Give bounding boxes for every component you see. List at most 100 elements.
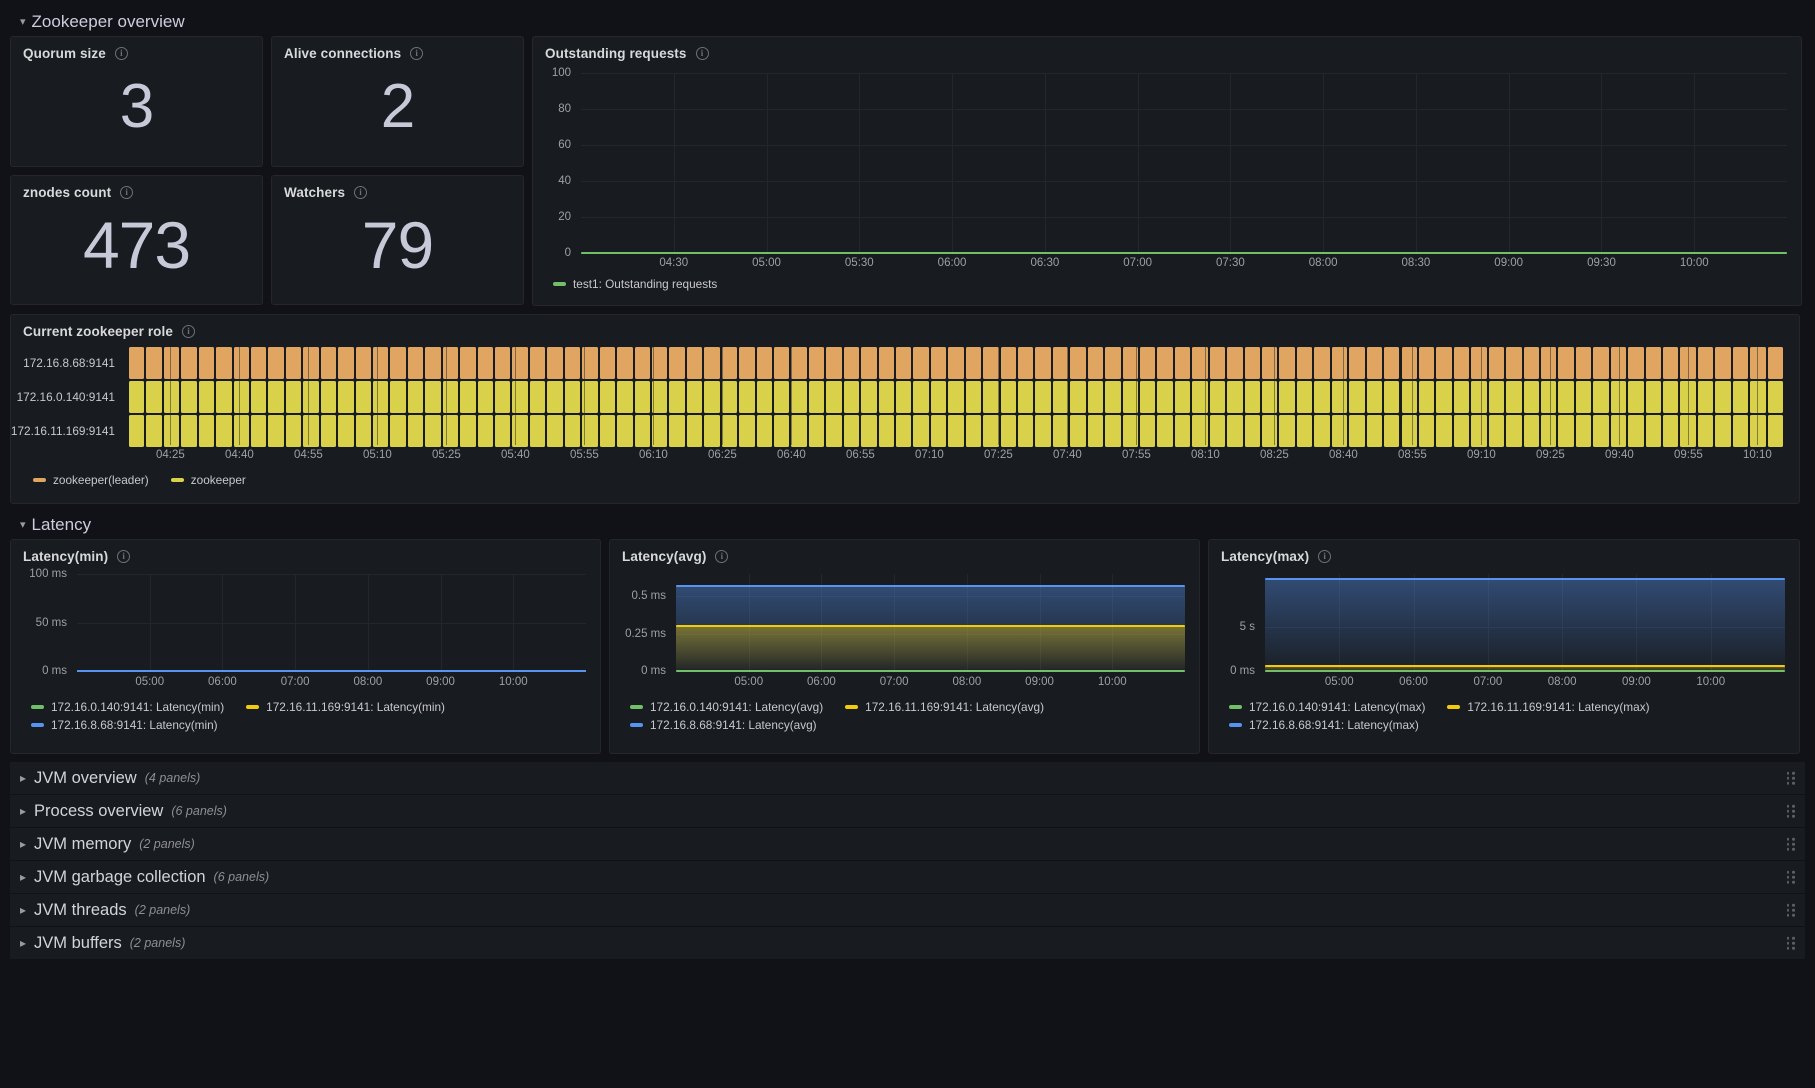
timeline-cell[interactable] xyxy=(268,415,284,447)
timeline-cell[interactable] xyxy=(1314,415,1330,447)
timeline-cell[interactable] xyxy=(251,347,267,379)
timeline-cell[interactable] xyxy=(756,415,772,447)
timeline-cell[interactable] xyxy=(1453,415,1470,447)
timeline-cell[interactable] xyxy=(1680,381,1696,413)
timeline-cell[interactable] xyxy=(1697,415,1714,447)
timeline-cell[interactable] xyxy=(1384,347,1400,379)
collapsed-row[interactable]: ▸JVM memory(2 panels) xyxy=(10,828,1805,860)
timeline-cell[interactable] xyxy=(1000,415,1016,447)
timeline-cell[interactable] xyxy=(1331,381,1348,413)
timeline-cell[interactable] xyxy=(1070,347,1086,379)
timeline-cell[interactable] xyxy=(739,415,755,447)
timeline-cell[interactable] xyxy=(1471,347,1487,379)
timeline-cell[interactable] xyxy=(721,381,738,413)
timeline-cell[interactable] xyxy=(1157,415,1173,447)
timeline-cell[interactable] xyxy=(1244,381,1261,413)
timeline-cell[interactable] xyxy=(1558,415,1574,447)
timeline-cell[interactable] xyxy=(373,381,389,413)
timeline-cell[interactable] xyxy=(1384,381,1400,413)
timeline-cell[interactable] xyxy=(1314,347,1330,379)
info-icon[interactable]: i xyxy=(410,47,424,60)
timeline-cell[interactable] xyxy=(1087,415,1104,447)
timeline-cell[interactable] xyxy=(1000,347,1016,379)
timeline-cell[interactable] xyxy=(564,415,581,447)
timeline-cell[interactable] xyxy=(704,381,720,413)
timeline-cell[interactable] xyxy=(1662,415,1679,447)
timeline-cell[interactable] xyxy=(1401,347,1417,379)
timeline-cell[interactable] xyxy=(1418,347,1435,379)
drag-handle-icon[interactable] xyxy=(1786,771,1796,785)
timeline-cell[interactable] xyxy=(1000,381,1016,413)
timeline-cell[interactable] xyxy=(1174,415,1191,447)
timeline-cell[interactable] xyxy=(1384,415,1400,447)
timeline-cell[interactable] xyxy=(495,347,511,379)
timeline-cell[interactable] xyxy=(756,381,772,413)
timeline-cell[interactable] xyxy=(826,415,842,447)
timeline-cell[interactable] xyxy=(791,381,807,413)
timeline-cell[interactable] xyxy=(948,381,964,413)
timeline-cell[interactable] xyxy=(965,381,982,413)
timeline-cell[interactable] xyxy=(965,415,982,447)
timeline-cell[interactable] xyxy=(1087,347,1104,379)
timeline-cell[interactable] xyxy=(895,347,912,379)
timeline-cell[interactable] xyxy=(320,381,337,413)
timeline-cell[interactable] xyxy=(1296,381,1313,413)
info-icon[interactable]: i xyxy=(695,47,709,60)
timeline-cell[interactable] xyxy=(1715,415,1731,447)
timeline-cell[interactable] xyxy=(233,415,249,447)
timeline-cell[interactable] xyxy=(878,347,894,379)
timeline-cell[interactable] xyxy=(1523,381,1539,413)
timeline-cell[interactable] xyxy=(181,415,197,447)
drag-handle-icon[interactable] xyxy=(1786,936,1796,950)
panel-watchers[interactable]: Watchers i 79 xyxy=(271,175,524,305)
timeline-cell[interactable] xyxy=(1401,415,1417,447)
timeline-cell[interactable] xyxy=(1628,415,1644,447)
timeline-cell[interactable] xyxy=(878,415,894,447)
timeline-cell[interactable] xyxy=(651,415,668,447)
timeline-cell[interactable] xyxy=(181,347,197,379)
timeline-cell[interactable] xyxy=(582,415,598,447)
timeline-cell[interactable] xyxy=(826,347,842,379)
legend-item[interactable]: 172.16.8.68:9141: Latency(min) xyxy=(31,718,218,732)
timeline-cell[interactable] xyxy=(373,347,389,379)
timeline-cell[interactable] xyxy=(303,381,319,413)
timeline-cell[interactable] xyxy=(1610,381,1627,413)
timeline-cell[interactable] xyxy=(808,381,825,413)
timeline-cell[interactable] xyxy=(791,347,807,379)
timeline-cell[interactable] xyxy=(460,415,476,447)
timeline-cell[interactable] xyxy=(1052,415,1069,447)
timeline-cell[interactable] xyxy=(669,347,685,379)
timeline-cell[interactable] xyxy=(390,381,406,413)
timeline-cell[interactable] xyxy=(442,347,459,379)
timeline-cell[interactable] xyxy=(861,347,877,379)
timeline-cell[interactable] xyxy=(355,415,372,447)
timeline-cell[interactable] xyxy=(1697,347,1714,379)
timeline-cell[interactable] xyxy=(425,415,441,447)
timeline-cell[interactable] xyxy=(1105,347,1121,379)
timeline-cell[interactable] xyxy=(1506,347,1522,379)
timeline-cell[interactable] xyxy=(1418,415,1435,447)
timeline-cell[interactable] xyxy=(1192,415,1208,447)
timeline-cell[interactable] xyxy=(407,415,424,447)
collapsed-row[interactable]: ▸JVM buffers(2 panels) xyxy=(10,927,1805,959)
timeline-cell[interactable] xyxy=(1732,347,1749,379)
timeline-cell[interactable] xyxy=(843,347,860,379)
timeline-cell[interactable] xyxy=(983,381,999,413)
timeline-cell[interactable] xyxy=(1279,347,1295,379)
timeline-cell[interactable] xyxy=(1122,347,1139,379)
timeline-cell[interactable] xyxy=(756,347,772,379)
timeline-cell[interactable] xyxy=(495,415,511,447)
timeline-cell[interactable] xyxy=(1366,347,1383,379)
timeline-cell[interactable] xyxy=(599,347,616,379)
timeline-cell[interactable] xyxy=(1279,415,1295,447)
timeline-cell[interactable] xyxy=(930,415,947,447)
legend-item[interactable]: 172.16.8.68:9141: Latency(max) xyxy=(1229,718,1419,732)
timeline-cell[interactable] xyxy=(1018,347,1034,379)
timeline-cell[interactable] xyxy=(1767,381,1783,413)
info-icon[interactable]: i xyxy=(120,186,134,199)
timeline-cell[interactable] xyxy=(181,381,197,413)
timeline-cell[interactable] xyxy=(686,347,703,379)
timeline-cell[interactable] xyxy=(739,347,755,379)
timeline-cell[interactable] xyxy=(1227,347,1243,379)
timeline-cell[interactable] xyxy=(1453,381,1470,413)
